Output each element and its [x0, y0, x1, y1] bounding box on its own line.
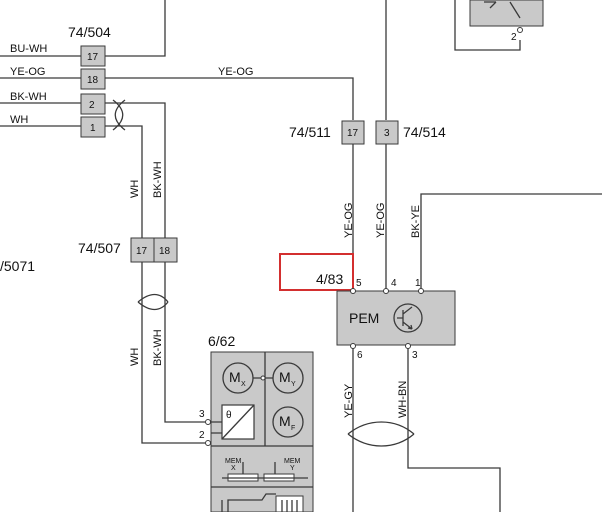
svg-text:MEM: MEM — [225, 458, 242, 465]
connector-74-504: 74/504 17 18 2 1 — [68, 24, 111, 138]
twisted-pair-icon — [347, 421, 415, 447]
pin-label: 2 — [199, 430, 205, 441]
wire-label: YE-OG — [218, 66, 253, 78]
pin-label: 17 — [136, 246, 148, 257]
connector-74-514: 3 74/514 — [375, 120, 446, 145]
connector-label: 74/511 — [289, 124, 331, 140]
svg-text:MEM: MEM — [284, 458, 301, 465]
wire-label: YE-GY — [343, 383, 355, 418]
wire-label: YE-OG — [343, 203, 355, 238]
pin-label: 1 — [415, 278, 421, 289]
pem-module: 4/83 5 4 1 6 3 PEM — [279, 253, 456, 361]
pin-label: 3 — [412, 350, 418, 361]
wire-label: WH — [10, 114, 28, 126]
pin-label: 3 — [199, 409, 205, 420]
connector-label: /5071 — [0, 258, 35, 274]
highlight-box — [279, 253, 354, 291]
svg-text:Y: Y — [291, 381, 296, 388]
pin-label: 17 — [347, 128, 359, 139]
wire-label: BK-WH — [152, 161, 164, 198]
module-label: 6/62 — [208, 333, 235, 349]
svg-text:X: X — [241, 381, 246, 388]
temperature-sensor-icon: θ — [221, 404, 255, 440]
wire-label: BK-WH — [10, 91, 47, 103]
pem-ref-label: 4/83 — [316, 271, 343, 287]
pin-label: 18 — [159, 246, 171, 257]
pin-label: 4 — [391, 278, 397, 289]
wire-label: BK-YE — [410, 205, 422, 238]
pin-label: 2 — [89, 100, 95, 111]
transistor-icon — [393, 303, 423, 333]
connector-label: 74/514 — [403, 124, 446, 140]
wire-label: YE-OG — [10, 66, 45, 78]
svg-text:M: M — [279, 413, 291, 429]
pem-label: PEM — [349, 310, 379, 326]
connector-label: 74/507 — [78, 240, 121, 256]
pin-label: 5 — [356, 278, 362, 289]
wire-label: BK-WH — [152, 329, 164, 366]
twisted-pair-icon — [137, 293, 169, 311]
svg-text:X: X — [231, 465, 236, 472]
wire-label: WH-BN — [397, 381, 409, 418]
svg-text:M: M — [229, 369, 241, 385]
pin-label: 3 — [384, 128, 390, 139]
connector-74-511: 74/511 17 — [289, 120, 365, 145]
svg-text:F: F — [291, 425, 295, 432]
svg-text:M: M — [279, 369, 291, 385]
connector-74-507: 74/507 17 18 — [78, 237, 178, 263]
connector-label: 74/504 — [68, 24, 111, 40]
wire-label: WH — [129, 180, 141, 198]
svg-text:θ: θ — [226, 410, 232, 421]
wire-label: BU-WH — [10, 43, 47, 55]
twisted-pair-icon — [112, 99, 126, 131]
wire-label: YE-OG — [375, 203, 387, 238]
top-right-component: 2 — [469, 0, 544, 43]
pin-label: 17 — [87, 52, 99, 63]
pin-label: 2 — [511, 32, 517, 43]
module-6-62: 6/62 M X M Y M F θ 3 2 — [199, 333, 314, 512]
pin-label: 6 — [357, 350, 363, 361]
svg-text:Y: Y — [290, 465, 295, 472]
pin-label: 1 — [90, 123, 96, 134]
pin-label: 18 — [87, 75, 99, 86]
wire-label: WH — [129, 348, 141, 366]
motor-f-icon: M F — [272, 406, 304, 438]
